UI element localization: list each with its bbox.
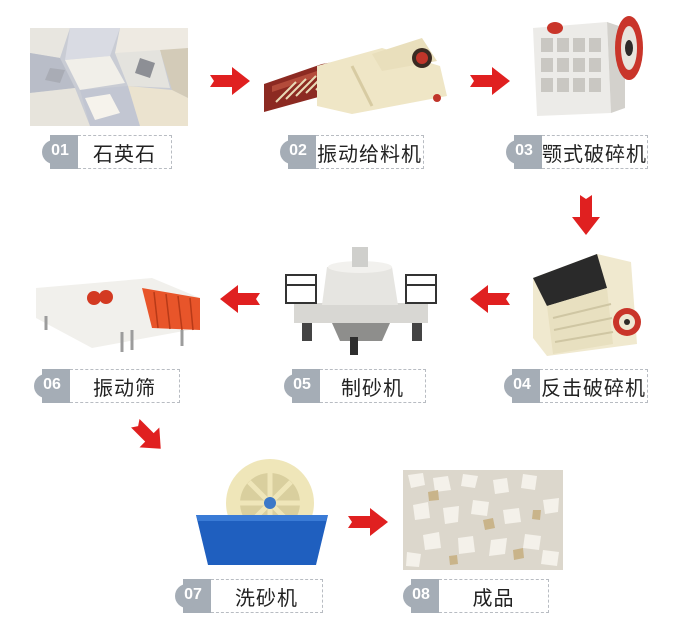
- step-name: 石英石: [78, 135, 172, 169]
- step-06-label: 06 振动筛: [34, 369, 180, 403]
- step-08-label: 08 成品: [403, 579, 549, 613]
- arrow-right-icon: [346, 507, 390, 537]
- step-name: 制砂机: [320, 369, 426, 403]
- step-03-label: 03 颚式破碎机: [506, 135, 648, 169]
- step-number-badge: 01: [42, 135, 78, 169]
- impact-crusher-image: [527, 248, 645, 360]
- quartz-stone-image: [30, 28, 188, 126]
- step-05-label: 05 制砂机: [284, 369, 426, 403]
- finished-product-image: [403, 470, 563, 570]
- step-04-label: 04 反击破碎机: [504, 369, 648, 403]
- step-01-label: 01 石英石: [42, 135, 172, 169]
- step-number-badge: 02: [280, 135, 316, 169]
- step-name: 颚式破碎机: [542, 135, 648, 169]
- step-number-badge: 07: [175, 579, 211, 613]
- step-name: 振动给料机: [316, 135, 424, 169]
- arrow-right-icon: [468, 66, 512, 96]
- vibrating-feeder-image: [262, 36, 457, 114]
- step-name: 反击破碎机: [540, 369, 648, 403]
- step-07-label: 07 洗砂机: [175, 579, 323, 613]
- step-number-badge: 04: [504, 369, 540, 403]
- arrow-right-icon: [208, 66, 252, 96]
- step-name: 洗砂机: [211, 579, 323, 613]
- step-name: 振动筛: [70, 369, 180, 403]
- arrow-down-right-icon: [128, 416, 168, 456]
- jaw-crusher-image: [525, 8, 647, 118]
- step-number-badge: 06: [34, 369, 70, 403]
- arrow-down-icon: [571, 193, 601, 237]
- arrow-left-icon: [468, 284, 512, 314]
- step-02-label: 02 振动给料机: [280, 135, 424, 169]
- sand-making-machine-image: [282, 245, 440, 357]
- step-number-badge: 05: [284, 369, 320, 403]
- arrow-left-icon: [218, 284, 262, 314]
- vibrating-screen-image: [32, 268, 202, 356]
- step-name: 成品: [439, 579, 549, 613]
- sand-washer-image: [192, 455, 332, 573]
- step-number-badge: 08: [403, 579, 439, 613]
- step-number-badge: 03: [506, 135, 542, 169]
